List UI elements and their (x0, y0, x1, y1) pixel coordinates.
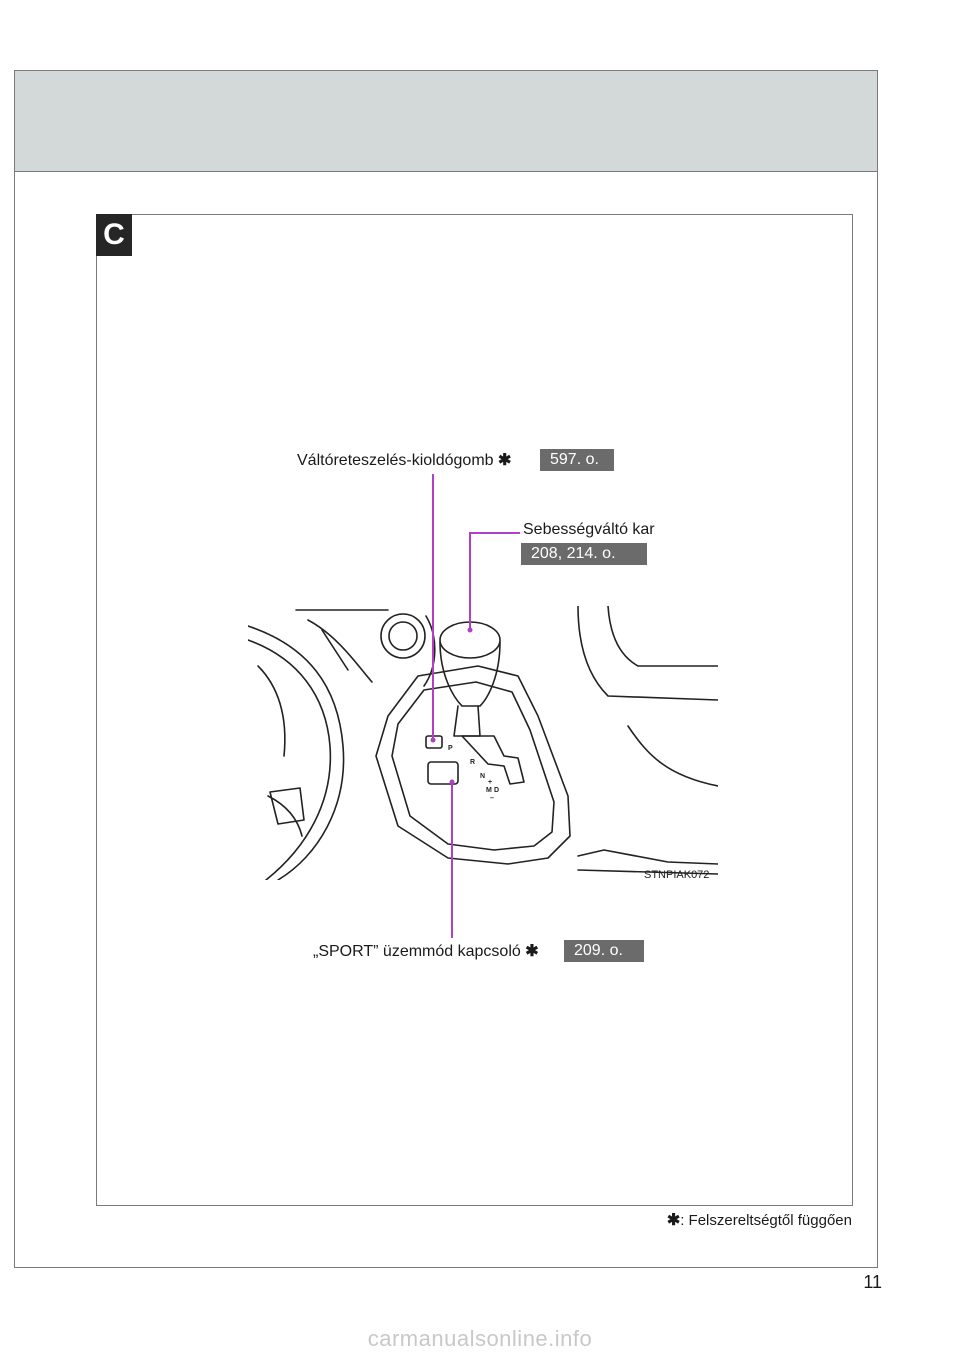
shift-lever-illustration: P R N D M + – STNPIAK072 (248, 606, 718, 880)
gate-label-r: R (470, 759, 475, 766)
page-number: 11 (863, 1272, 882, 1292)
sport-switch-page-ref[interactable]: 209. o. (564, 940, 644, 962)
footnote-text: : Felszereltségtől függően (680, 1212, 852, 1229)
shift-lever-leader (469, 532, 520, 628)
content-box (96, 214, 853, 1206)
optional-marker-icon: ✱ (666, 1212, 681, 1229)
shift-lock-label: Váltóreteszelés-kioldógomb ✱ (297, 450, 511, 470)
shift-lever-page-ref[interactable]: 208, 214. o. (521, 543, 647, 565)
illustration-code: STNPIAK072 (644, 869, 709, 880)
watermark: carmanualsonline.info (367, 1326, 593, 1351)
gate-label-minus: – (490, 795, 494, 802)
shift-lock-label-text: Váltóreteszelés-kioldógomb (297, 452, 494, 469)
section-badge: C (96, 214, 132, 256)
optional-marker-icon: ✱ (525, 943, 539, 960)
shift-lock-page-ref[interactable]: 597. o. (540, 449, 614, 471)
gate-label-m: M (486, 787, 492, 794)
gate-label-d: D (494, 787, 499, 794)
header-band (14, 70, 878, 172)
gate-label-p: P (448, 745, 453, 752)
footnote: ✱: Felszereltségtől függően (667, 1210, 852, 1230)
gate-label-n: N (480, 773, 485, 780)
gate-label-plus: + (488, 779, 492, 786)
optional-marker-icon: ✱ (498, 452, 512, 469)
shift-lever-label: Sebességváltó kar (523, 521, 655, 538)
sport-switch-label: „SPORT” üzemmód kapcsoló ✱ (313, 941, 539, 961)
sport-switch-label-text: „SPORT” üzemmód kapcsoló (313, 943, 521, 960)
